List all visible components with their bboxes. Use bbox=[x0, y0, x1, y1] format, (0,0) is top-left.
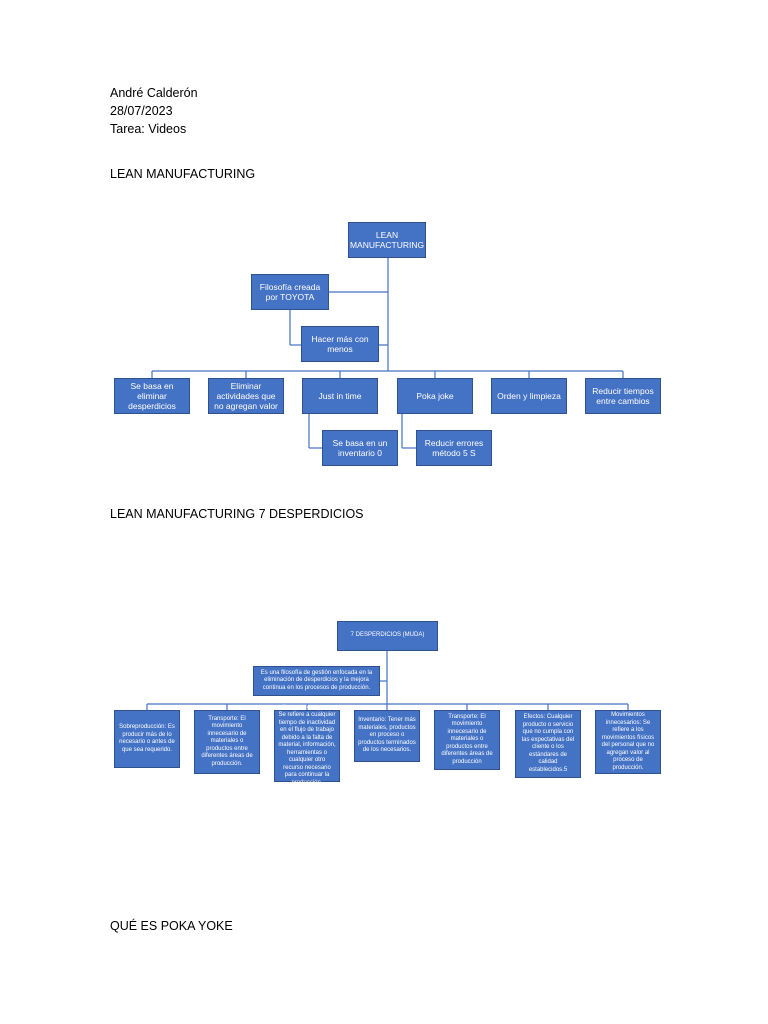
section-heading-desperdicios: LEAN MANUFACTURING 7 DESPERDICIOS bbox=[110, 507, 364, 521]
section-heading-lean: LEAN MANUFACTURING bbox=[110, 167, 256, 181]
node-poka-joke: Poka joke bbox=[397, 378, 473, 414]
node-filosofia-toyota: Filosofía creada por TOYOTA bbox=[251, 274, 329, 310]
task-title: Tarea: Videos bbox=[110, 122, 187, 136]
author-name: André Calderón bbox=[110, 86, 198, 100]
node-transporte-1: Transporte: El movimiento innecesario de… bbox=[194, 710, 260, 774]
node-lean-manufacturing: LEAN MANUFACTURING bbox=[348, 222, 426, 258]
node-inventario-cero: Se basa en un inventario 0 bbox=[322, 430, 398, 466]
node-hacer-mas-con-menos: Hacer más con menos bbox=[301, 326, 379, 362]
node-filosofia-gestion: Es una filosofía de gestión enfocada en … bbox=[253, 666, 380, 696]
node-inventario: Inventario: Tener más materiales, produc… bbox=[354, 710, 420, 762]
node-orden-limpieza: Orden y limpieza bbox=[491, 378, 567, 414]
node-eliminar-actividades: Eliminar actividades que no agregan valo… bbox=[208, 378, 284, 414]
node-sobreproduccion: Sobreproducción: Es producir más de lo n… bbox=[114, 710, 180, 768]
node-7-desperdicios: 7 DESPERDICIOS (MUDA) bbox=[337, 621, 438, 651]
node-movimientos-innecesarios: Movimientos innecesarios: Se refiere a l… bbox=[595, 710, 661, 774]
node-reducir-errores: Reducir errores método 5 S bbox=[416, 430, 492, 466]
node-transporte-2: Transporte: El movimiento innecesario de… bbox=[434, 710, 500, 770]
section-heading-poka-yoke: QUÉ ES POKA YOKE bbox=[110, 919, 233, 933]
node-reducir-tiempos: Reducir tiempos entre cambios bbox=[585, 378, 661, 414]
node-tiempo-espera: Tiempo de espera: Se refiere a cualquier… bbox=[274, 705, 340, 786]
document-date: 28/07/2023 bbox=[110, 104, 173, 118]
node-eliminar-desperdicios: Se basa en eliminar desperdicios bbox=[114, 378, 190, 414]
node-efectos: Efectos: Cualquier producto o servicio q… bbox=[515, 710, 581, 778]
node-just-in-time: Just in time bbox=[302, 378, 378, 414]
